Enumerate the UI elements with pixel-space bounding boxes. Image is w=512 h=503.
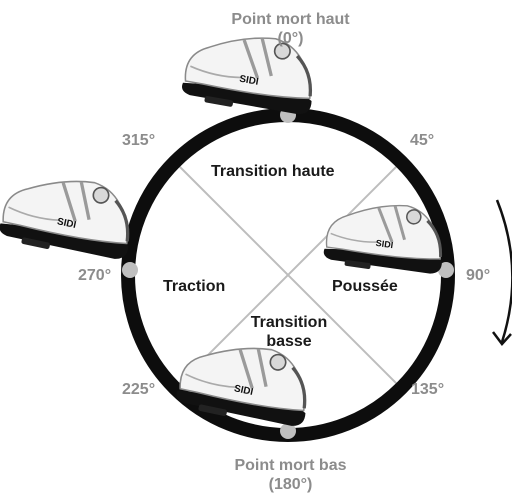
- angle-45-label: 45°: [410, 132, 435, 149]
- angle-270-label: 270°: [78, 267, 112, 284]
- bottom-dead-center-label: Point mort bas (180°): [213, 456, 368, 494]
- phase-lower-line2: basse: [266, 333, 312, 351]
- bottom-dead-center-line2: (180°): [268, 476, 313, 494]
- phase-lower-transition: Transition basse: [234, 313, 344, 351]
- phase-pull: Traction: [163, 278, 226, 295]
- cycling-shoe-icon-left: [0, 163, 142, 268]
- phase-upper-transition: Transition haute: [211, 163, 335, 180]
- top-dead-center-line2: (0°): [277, 30, 304, 48]
- angle-90-label: 90°: [466, 267, 491, 284]
- phase-lower-line1: Transition: [250, 314, 328, 331]
- top-dead-center-line1: Point mort haut: [231, 11, 350, 28]
- marker-bottom: [280, 423, 296, 439]
- angle-315-label: 315°: [122, 132, 156, 149]
- clockwise-arrow-icon: [492, 199, 512, 346]
- angle-135-label: 135°: [411, 381, 445, 398]
- top-dead-center-label: Point mort haut (0°): [208, 10, 373, 48]
- diagonal-45-225: [174, 161, 402, 389]
- phase-push: Poussée: [332, 278, 398, 295]
- angle-225-label: 225°: [122, 381, 156, 398]
- bottom-dead-center-line1: Point mort bas: [234, 457, 347, 474]
- marker-left: [122, 262, 138, 278]
- marker-right: [438, 262, 454, 278]
